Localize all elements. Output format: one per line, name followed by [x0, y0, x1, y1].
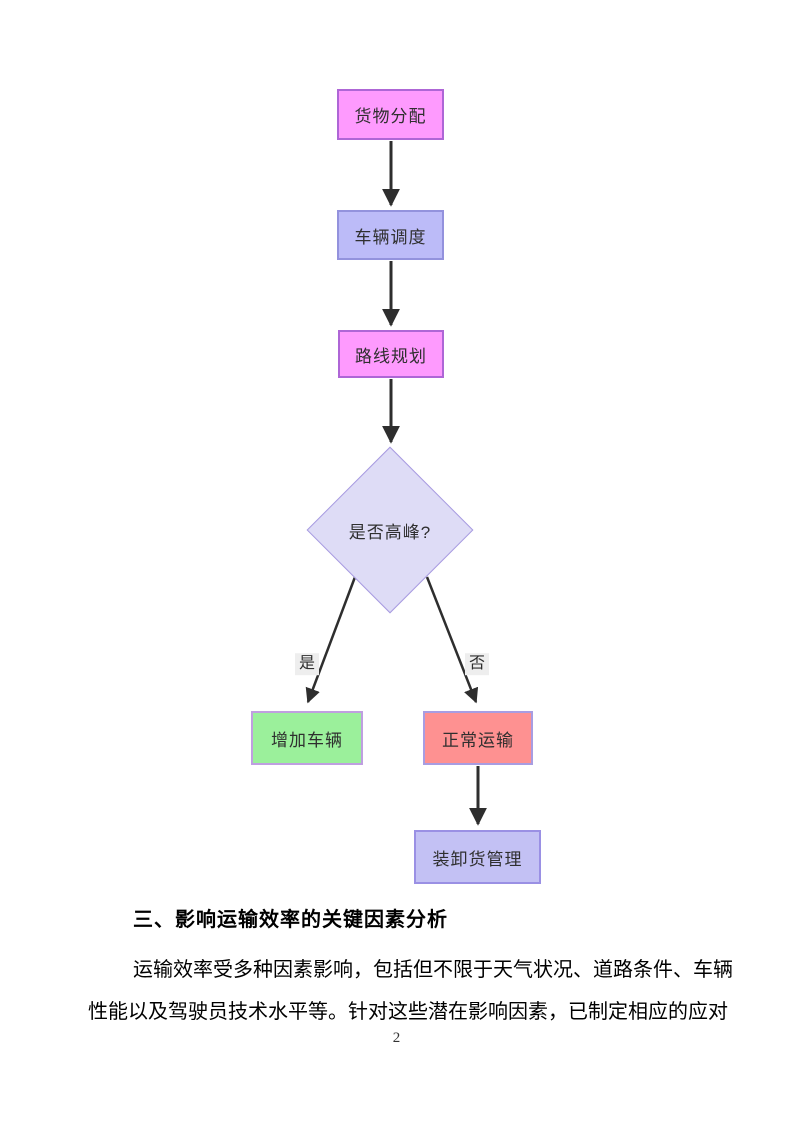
flowchart-node-loading-management: 装卸货管理	[414, 830, 541, 884]
paragraph-line-2: 性能以及驾驶员技术水平等。针对这些潜在影响因素，已制定相应的应对	[88, 1001, 728, 1023]
edge-decision-normal	[425, 576, 479, 704]
section-heading: 三、影响运输效率的关键因素分析	[133, 909, 448, 931]
flowchart-node-normal-transport: 正常运输	[423, 711, 533, 765]
paragraph-line-1: 运输效率受多种因素影响，包括但不限于天气状况、道路条件、车辆	[133, 959, 733, 981]
flowchart-decision-label: 是否高峰?	[348, 522, 432, 542]
edge-label-yes: 是	[294, 653, 320, 675]
edge-decision-add	[305, 576, 357, 704]
page-number: 2	[392, 1030, 401, 1046]
edge-label-no: 否	[464, 653, 490, 675]
flowchart-node-cargo-allocation: 货物分配	[337, 89, 444, 140]
flowchart-node-add-vehicles: 增加车辆	[251, 711, 363, 765]
flowchart-node-route-planning: 路线规划	[338, 330, 444, 378]
flowchart-node-vehicle-dispatch: 车辆调度	[337, 210, 444, 260]
